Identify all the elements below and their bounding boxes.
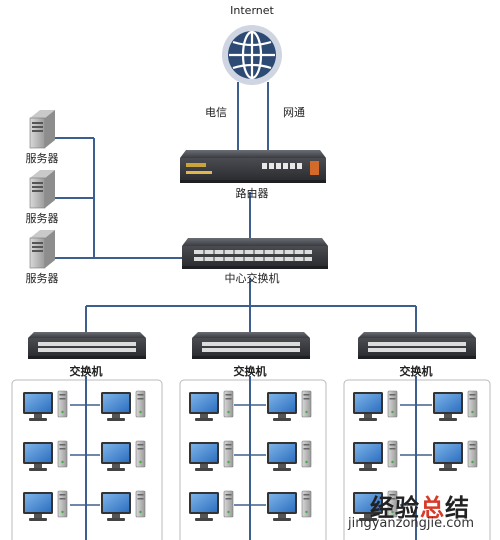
server-label-3: 服务器	[25, 272, 59, 285]
router-label: 路由器	[235, 187, 269, 200]
access-switch-1	[28, 332, 146, 359]
access-switch-3	[358, 332, 476, 359]
access-switch-2	[192, 332, 310, 359]
network-links	[55, 82, 417, 334]
access-switch-label-2: 交换机	[233, 365, 267, 378]
watermark-char-2: 验	[395, 494, 420, 522]
isp-right-label: 网通	[283, 106, 305, 119]
workstation-group-2	[179, 376, 327, 540]
isp-left-label: 电信	[205, 106, 227, 119]
core-switch-label: 中心交换机	[224, 272, 280, 285]
router-device	[180, 150, 326, 183]
access-switch-label-3: 交换机	[399, 365, 433, 378]
server-label-2: 服务器	[25, 212, 59, 225]
access-switch-label-1: 交换机	[69, 365, 103, 378]
workstation-group-1	[11, 376, 163, 540]
server-tower-2	[29, 170, 55, 209]
core-switch-device	[182, 238, 328, 269]
watermark-char-1: 经	[370, 494, 395, 522]
watermark-char-3: 总	[420, 494, 445, 522]
server-tower-3	[29, 230, 55, 269]
watermark-logo: 经验总结	[370, 488, 470, 523]
internet-label: Internet	[230, 4, 274, 17]
internet-globe-icon	[222, 25, 282, 85]
server-label-1: 服务器	[25, 152, 59, 165]
watermark-char-4: 结	[445, 494, 470, 522]
workstation-group-3	[343, 376, 491, 540]
server-tower-1	[29, 110, 55, 149]
watermark-url: jingyanzongjie.com	[348, 516, 475, 531]
